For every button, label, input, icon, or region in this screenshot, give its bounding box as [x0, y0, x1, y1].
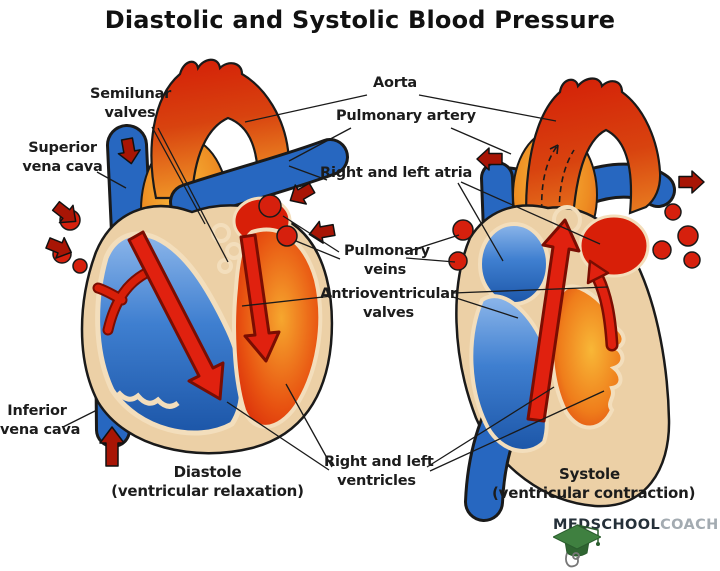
label-connector-lines: [62, 94, 609, 472]
diastole-heart-illustration: [52, 58, 349, 467]
connector-line: [426, 386, 555, 468]
logo-text-secondary: COACH: [660, 517, 719, 533]
vein-branch: [92, 266, 154, 336]
label-pulmonary-artery: Pulmonary artery: [336, 108, 476, 124]
connector-line: [157, 127, 229, 263]
label-superior-vena-cava: Superior vena cava: [22, 140, 103, 175]
inflow-arrow-icon: [289, 182, 316, 205]
connector-line: [241, 295, 333, 307]
label-semilunar-valves: Semilunar valves: [90, 86, 172, 121]
blood-flow-arrows: [45, 137, 705, 259]
ventricular-ejection-arrow-icon: [526, 218, 581, 423]
ventricular-filling-arrow-icon: [127, 230, 225, 401]
pulmonary-vein-bulbs: [448, 203, 701, 271]
connector-line: [282, 215, 340, 253]
connector-line: [244, 94, 368, 123]
ventricular-filling-arrow-icon: [239, 233, 281, 363]
page-title: Diastolic and Systolic Blood Pressure: [104, 6, 616, 34]
label-right-left-ventricles: Right and left ventricles: [324, 454, 434, 489]
connector-line: [450, 127, 512, 155]
label-inferior-vena-cava: Inferior vena cava: [0, 403, 81, 438]
dashed-arrowhead: [549, 144, 559, 155]
graduation-cap-icon: [553, 524, 601, 568]
connector-line: [405, 234, 460, 253]
aorta-arch: [150, 58, 290, 200]
caption-diastole: Diastole (ventricular relaxation): [111, 463, 304, 500]
systole-heart-illustration: [448, 77, 701, 522]
medschoolcoach-logo: MEDSCHOOLCOACH: [553, 517, 719, 568]
connector-line: [295, 240, 341, 260]
connector-line: [418, 94, 557, 122]
connector-line: [151, 126, 206, 225]
inflow-arrow-icon: [51, 200, 77, 224]
left-atrium: [578, 214, 650, 278]
ivc-inflow-arrow-icon: [99, 426, 125, 467]
inflow-arrow-icon: [45, 236, 72, 259]
caption-systole: Systole (ventricular contraction): [492, 465, 696, 502]
connector-line: [96, 171, 127, 189]
label-atrioventricular-valves: Antrioventricular valves: [320, 286, 457, 321]
connector-line: [288, 165, 328, 181]
inflow-arrow-icon: [117, 137, 141, 165]
connector-line: [460, 181, 601, 245]
outflow-arrow-icon: [678, 170, 705, 194]
connector-line: [62, 409, 98, 428]
connector-line: [226, 401, 330, 471]
label-right-left-atria: Right and left atria: [320, 165, 473, 181]
pulmonary-artery-vessel: [169, 138, 349, 221]
label-aorta: Aorta: [372, 75, 418, 91]
connector-line: [285, 383, 333, 468]
connector-line: [452, 286, 609, 294]
ventricular-ejection-arrow-icon: [586, 259, 619, 352]
connector-line: [452, 296, 519, 319]
trabeculae: [116, 390, 180, 409]
label-pulmonary-veins: Pulmonary veins: [344, 243, 430, 278]
connector-line: [429, 390, 605, 472]
connector-line: [457, 182, 504, 262]
connector-line: [288, 127, 352, 162]
connector-line: [405, 257, 456, 263]
outflow-arrow-icon: [476, 147, 503, 171]
